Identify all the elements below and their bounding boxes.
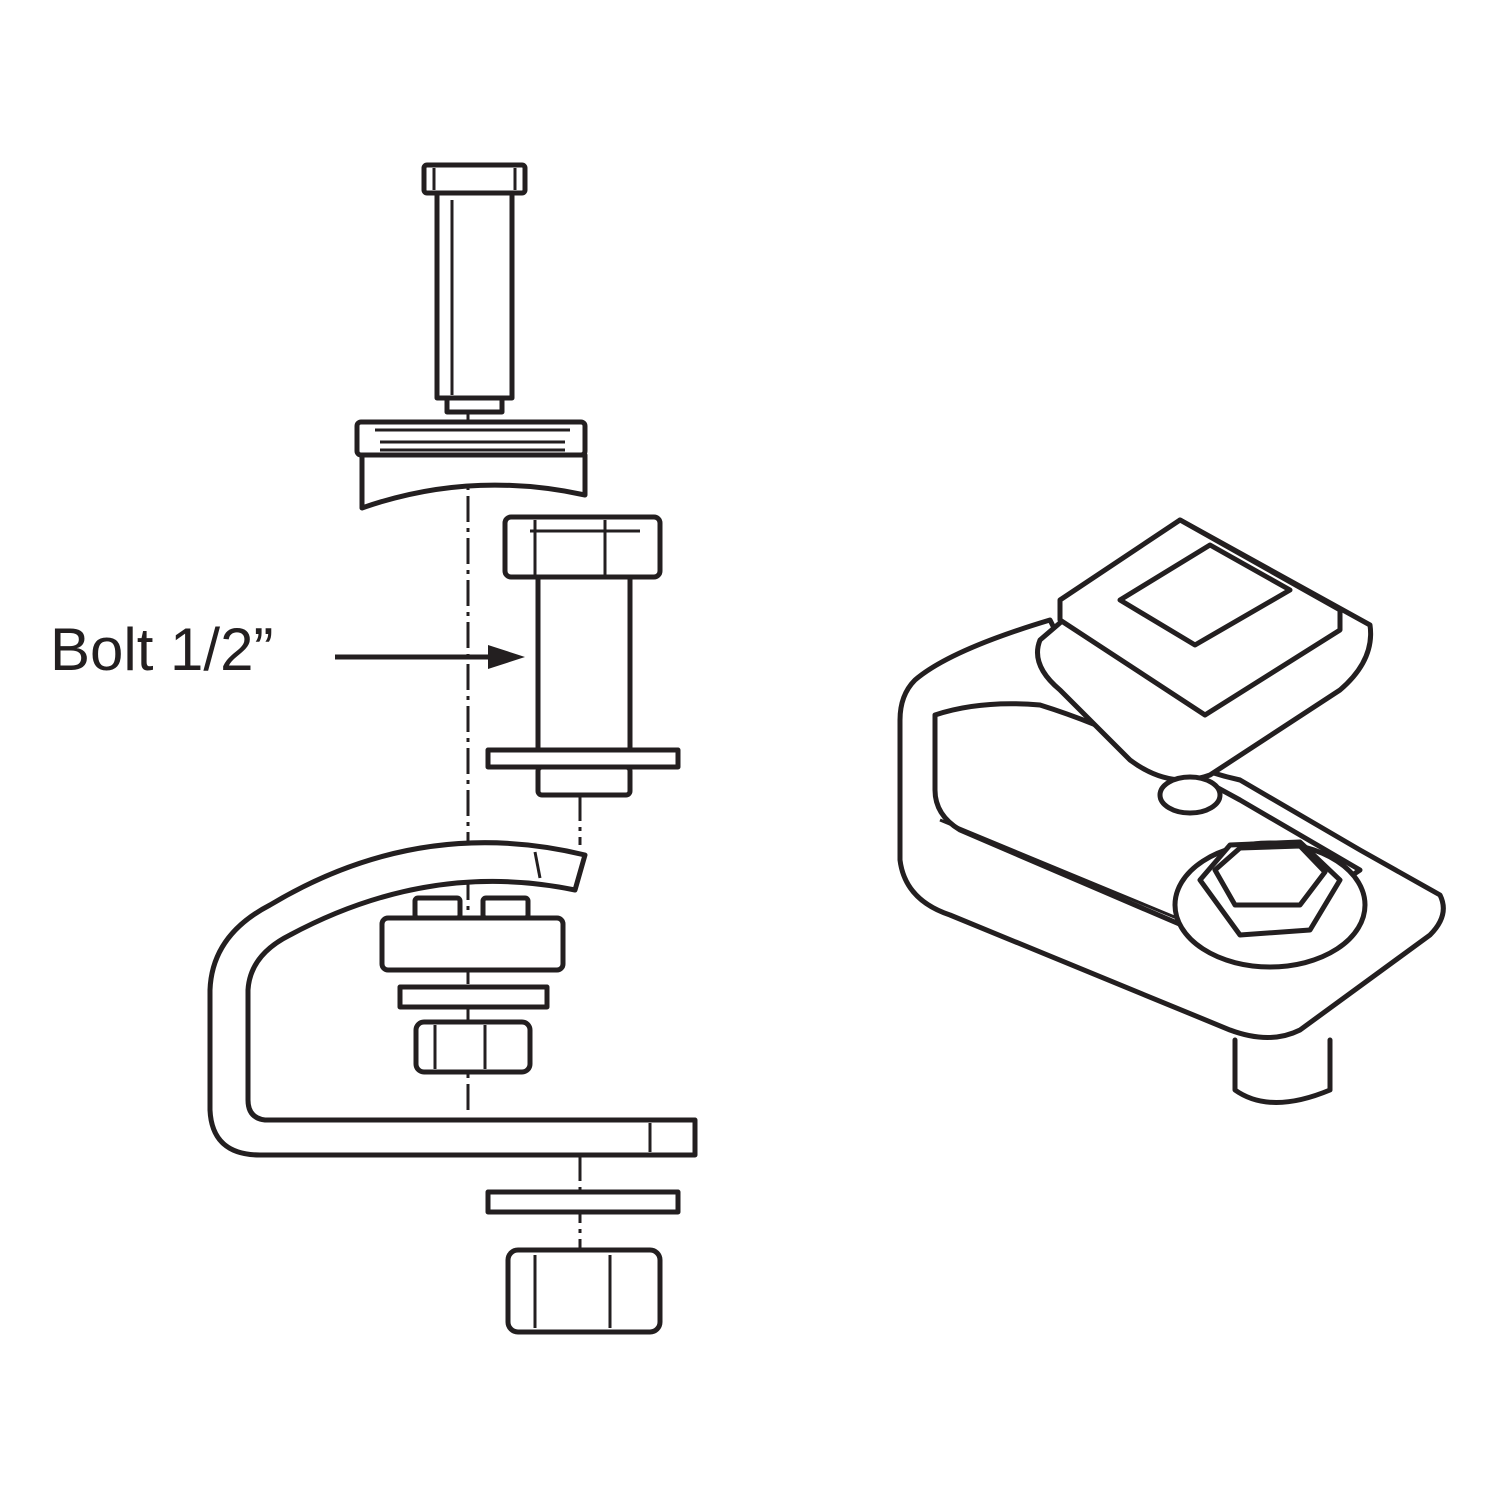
upper-washer	[397, 984, 550, 1010]
assembled-clamp	[897, 517, 1446, 1105]
hex-bolt	[485, 514, 681, 798]
saddle-piece	[354, 419, 588, 511]
j-clamp	[207, 840, 698, 1158]
lower-nut	[505, 1247, 663, 1335]
top-pin	[421, 162, 528, 415]
callout-arrow	[335, 645, 525, 669]
bolt-size-label: Bolt 1/2”	[50, 616, 274, 683]
upper-nut	[413, 1019, 533, 1075]
lower-washer	[485, 1189, 681, 1215]
clamp-block	[379, 895, 566, 973]
